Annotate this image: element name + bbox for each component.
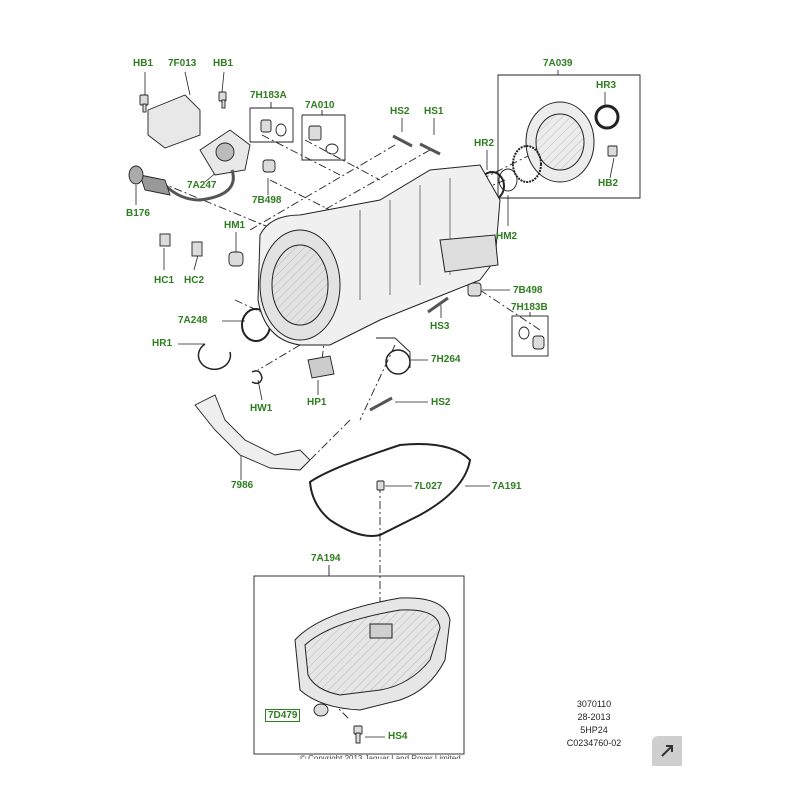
label-HS4[interactable]: HS4 (388, 731, 408, 742)
label-7A039[interactable]: 7A039 (543, 58, 573, 69)
label-HS2-a[interactable]: HS2 (390, 106, 410, 117)
expand-arrow-icon (661, 745, 673, 757)
label-HS1[interactable]: HS1 (424, 106, 444, 117)
label-HC2[interactable]: HC2 (184, 275, 205, 286)
label-HB1-a[interactable]: HB1 (133, 58, 154, 69)
label-7H264[interactable]: 7H264 (431, 354, 461, 365)
expand-button[interactable] (652, 736, 682, 766)
label-7A194[interactable]: 7A194 (311, 553, 341, 564)
reference-block: 3070110 28-2013 5HP24 C0234760-02 (556, 698, 632, 750)
label-7F013[interactable]: 7F013 (168, 58, 197, 69)
label-7B498-b[interactable]: 7B498 (513, 285, 543, 296)
label-HP1[interactable]: HP1 (307, 397, 327, 408)
label-HC1[interactable]: HC1 (154, 275, 175, 286)
oil-pan-gasket (308, 443, 472, 537)
label-7B498-a[interactable]: 7B498 (252, 195, 282, 206)
label-HS2-b[interactable]: HS2 (431, 397, 451, 408)
label-7H183B[interactable]: 7H183B (511, 302, 548, 313)
label-HM1[interactable]: HM1 (224, 220, 246, 231)
label-7A010[interactable]: 7A010 (305, 100, 335, 111)
group-brackets (249, 74, 641, 755)
reference-line-1: 3070110 (576, 699, 612, 709)
reference-line-4: C0234760-02 (566, 738, 622, 748)
label-7D479[interactable]: 7D479 (265, 709, 301, 722)
label-7986[interactable]: 7986 (231, 480, 254, 491)
label-HM2[interactable]: HM2 (496, 231, 518, 242)
reference-line-2: 28-2013 (577, 712, 611, 722)
selector-assembly (128, 94, 251, 202)
label-7H183A[interactable]: 7H183A (250, 90, 287, 101)
label-HS3[interactable]: HS3 (430, 321, 450, 332)
label-7L027[interactable]: 7L027 (414, 481, 443, 492)
label-7A247[interactable]: 7A247 (187, 180, 217, 191)
label-7A191[interactable]: 7A191 (492, 481, 522, 492)
label-HB2[interactable]: HB2 (598, 178, 619, 189)
label-7A248[interactable]: 7A248 (178, 315, 208, 326)
centre-lines (129, 134, 561, 721)
reference-line-3: 5HP24 (580, 725, 608, 735)
label-B176[interactable]: B176 (126, 208, 150, 219)
copyright-footer: © Copyright 2013 Jaguar Land Rover Limit… (300, 754, 461, 763)
label-HR1[interactable]: HR1 (152, 338, 173, 349)
rear-housing (512, 101, 595, 183)
label-HB1-b[interactable]: HB1 (213, 58, 234, 69)
transmission-housing (257, 164, 501, 346)
heat-shield (194, 394, 311, 471)
label-HW1[interactable]: HW1 (250, 403, 273, 414)
oil-pan (294, 597, 451, 711)
label-HR2[interactable]: HR2 (474, 138, 495, 149)
label-HR3[interactable]: HR3 (596, 80, 617, 91)
